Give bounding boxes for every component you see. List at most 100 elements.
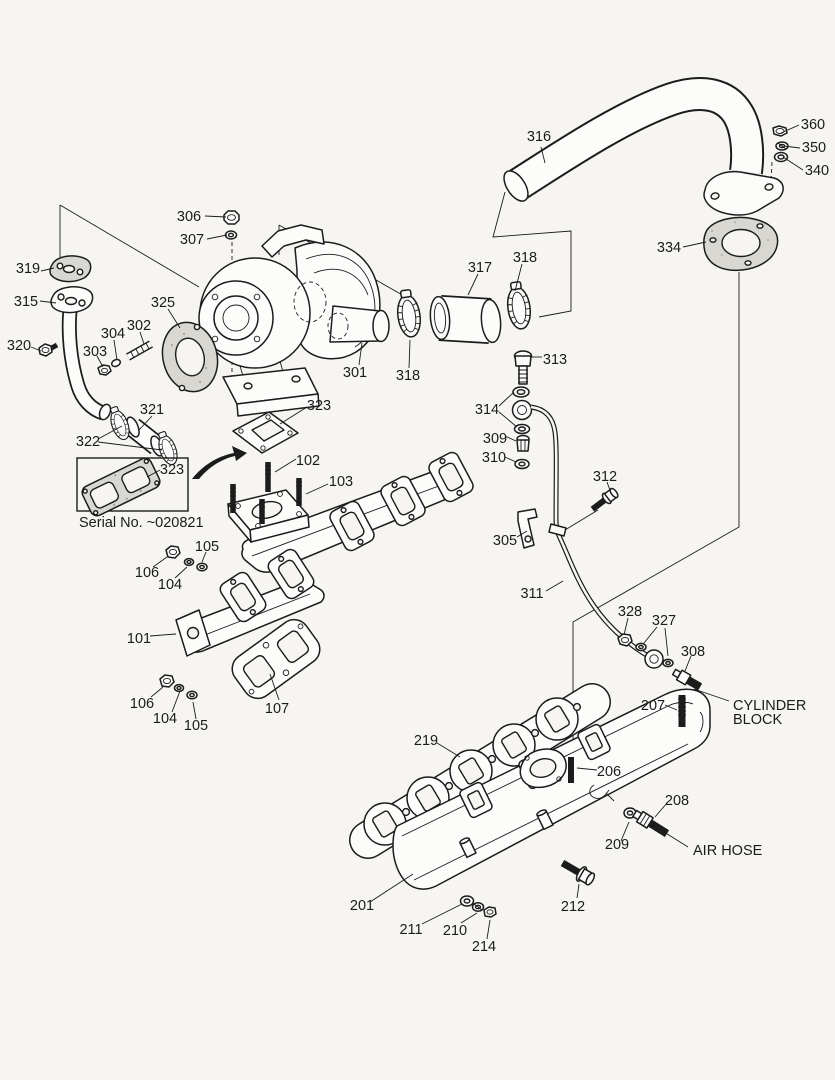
part-label-334: 334 bbox=[657, 240, 681, 256]
part-label-328: 328 bbox=[618, 604, 642, 620]
part-label-325: 325 bbox=[151, 295, 175, 311]
bolt-320 bbox=[38, 342, 59, 357]
leader-line-43 bbox=[150, 686, 164, 698]
part-label-101: 101 bbox=[127, 631, 151, 647]
stud-207 bbox=[678, 695, 686, 727]
leader-line-45 bbox=[192, 701, 197, 720]
leader-line-7 bbox=[40, 267, 55, 272]
leader-line-34 bbox=[174, 566, 188, 579]
exhaust-manifold-101 bbox=[175, 546, 325, 657]
part-label-209: 209 bbox=[605, 837, 629, 853]
part-label-360: 360 bbox=[801, 117, 825, 133]
leader-line-47 bbox=[436, 742, 461, 758]
oil-supply-line-311 bbox=[530, 404, 650, 659]
leader-line-17 bbox=[408, 339, 411, 369]
leader-lines bbox=[30, 124, 804, 940]
part-label-318-right: 318 bbox=[513, 250, 537, 266]
leader-line-5 bbox=[204, 215, 227, 218]
nut-306-washer-307 bbox=[223, 210, 240, 240]
leader-line-12 bbox=[30, 346, 42, 352]
intake-gasket-219 bbox=[349, 683, 611, 859]
part-label-311: 311 bbox=[520, 586, 543, 602]
part-label-106-lower: 106 bbox=[130, 696, 154, 712]
part-label-307: 307 bbox=[180, 232, 204, 248]
part-label-105-upper: 105 bbox=[195, 539, 219, 555]
part-label-303: 303 bbox=[83, 344, 107, 360]
leader-line-33 bbox=[152, 556, 168, 568]
part-label-327: 327 bbox=[652, 613, 676, 629]
leader-line-9 bbox=[167, 308, 181, 329]
part-label-210: 210 bbox=[443, 923, 467, 939]
gasket-323-upper bbox=[232, 411, 299, 454]
leader-line-19 bbox=[498, 391, 515, 407]
part-label-320: 320 bbox=[7, 338, 31, 354]
leader-line-32 bbox=[201, 551, 207, 563]
gasket-334 bbox=[702, 216, 779, 272]
part-label-313: 313 bbox=[543, 352, 567, 368]
leader-line-50 bbox=[620, 821, 630, 842]
part-label-207: 207 bbox=[641, 698, 665, 714]
bracket-305 bbox=[517, 508, 567, 549]
leader-line-29 bbox=[305, 483, 329, 495]
leader-line-36 bbox=[623, 617, 629, 636]
hose-317-clamps-318 bbox=[393, 279, 534, 344]
part-label-321: 321 bbox=[140, 402, 164, 418]
part-label-302: 302 bbox=[127, 318, 151, 334]
part-label-322: 322 bbox=[76, 434, 100, 450]
part-label-cylinder-block-line1: CYLINDER bbox=[733, 698, 806, 714]
leader-line-28 bbox=[274, 458, 297, 473]
part-label-310: 310 bbox=[482, 450, 506, 466]
part-label-350: 350 bbox=[802, 140, 826, 156]
leader-line-24 bbox=[279, 406, 308, 425]
part-label-105-lower: 105 bbox=[184, 718, 208, 734]
leader-line-52 bbox=[369, 873, 414, 903]
part-label-306: 306 bbox=[177, 209, 201, 225]
hose-321-clamps-322 bbox=[105, 404, 182, 468]
leader-line-2 bbox=[783, 145, 801, 149]
leader-line-6 bbox=[206, 234, 228, 240]
leader-line-42 bbox=[693, 688, 730, 702]
part-label-air-hose: AIR HOSE bbox=[693, 843, 763, 859]
nut-360-washers-350-340 bbox=[772, 125, 789, 163]
leader-line-3 bbox=[782, 156, 804, 171]
adapter-103-studs-102 bbox=[227, 462, 310, 543]
leader-line-48 bbox=[576, 767, 598, 771]
part-label-314: 314 bbox=[475, 402, 499, 418]
leader-line-56 bbox=[486, 919, 491, 940]
part-label-103: 103 bbox=[329, 474, 353, 490]
stud-206 bbox=[568, 757, 574, 783]
part-label-317: 317 bbox=[468, 260, 492, 276]
part-label-318-left: 318 bbox=[396, 368, 420, 384]
arrow-to-gasket-323 bbox=[192, 446, 247, 479]
part-label-316: 316 bbox=[527, 129, 551, 145]
leader-line-49 bbox=[654, 802, 668, 818]
part-label-304: 304 bbox=[101, 326, 125, 342]
fastener-set-lower-106-104-105 bbox=[159, 674, 198, 700]
oil-drain-pipe-315 bbox=[50, 286, 112, 421]
part-label-102: 102 bbox=[296, 453, 320, 469]
fastener-set-upper-106-104-105 bbox=[165, 545, 208, 572]
center-inlet-flange bbox=[519, 748, 567, 789]
washer-209-fitting-208 bbox=[623, 807, 670, 837]
leader-line-11 bbox=[113, 339, 118, 361]
leader-line-41 bbox=[664, 704, 678, 711]
bolt-212 bbox=[560, 859, 596, 886]
gasket-325 bbox=[161, 321, 219, 393]
assembly-line-6 bbox=[564, 509, 599, 531]
leader-line-22 bbox=[504, 456, 517, 463]
leader-line-25 bbox=[97, 425, 123, 440]
leader-line-4 bbox=[682, 241, 707, 248]
leader-line-31 bbox=[516, 530, 528, 538]
leader-line-39 bbox=[684, 655, 692, 672]
leader-line-44 bbox=[171, 690, 181, 713]
part-label-323-box: 323 bbox=[160, 462, 184, 478]
gasket-107 bbox=[231, 618, 321, 700]
turbocharger-301 bbox=[198, 224, 390, 417]
stud-302-washer-304-nut-303 bbox=[97, 340, 153, 376]
part-label-cylinder-block-line2: BLOCK bbox=[733, 712, 782, 728]
studs-102 bbox=[230, 462, 302, 524]
part-label-serial-note: Serial No. ~020821 bbox=[79, 515, 204, 531]
part-label-212: 212 bbox=[561, 899, 585, 915]
